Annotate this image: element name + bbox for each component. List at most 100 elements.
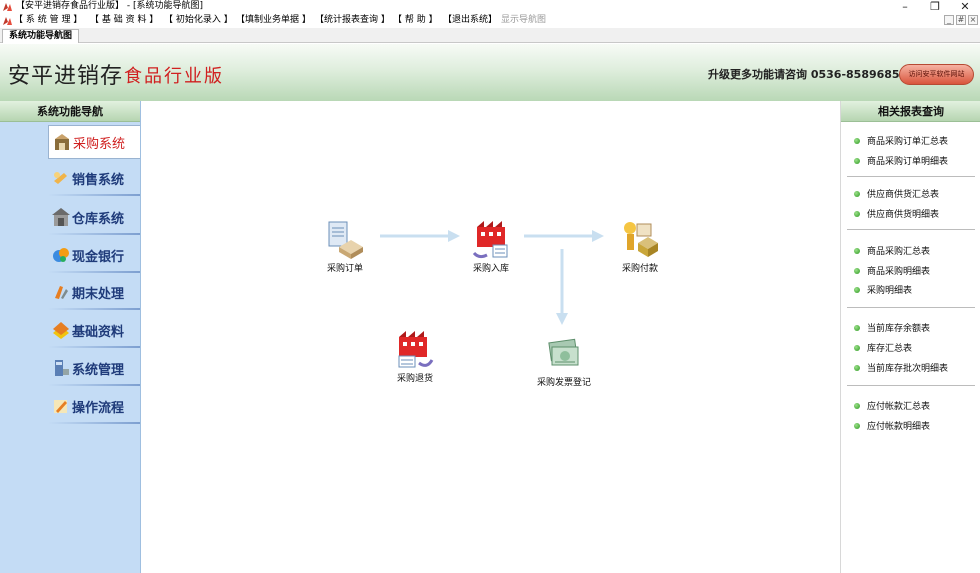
report-link[interactable]: 商品采购订单明细表 (854, 155, 948, 169)
tab-navigation-map[interactable]: 系统功能导航图 (2, 29, 80, 43)
restore-button[interactable]: ❐ (930, 0, 940, 13)
bullet-icon (854, 365, 860, 371)
report-divider (847, 385, 975, 386)
nav-item-system-admin[interactable]: 系统管理 (48, 352, 140, 386)
mdi-restore-button[interactable]: # (956, 15, 966, 25)
visit-website-button[interactable]: 访问安平软件网站 (899, 64, 974, 85)
flow-node-purchase-invoice[interactable]: 采购发票登记 (524, 333, 604, 395)
purchase-return-icon (398, 331, 434, 368)
nav-item-purchase[interactable]: 采购系统 (48, 125, 140, 159)
flow-node-purchase-return[interactable]: 采购退货 (375, 329, 455, 391)
purchase-order-icon (328, 221, 363, 259)
bullet-icon (854, 248, 860, 254)
nav-label-cash-bank: 现金银行 (72, 250, 125, 265)
window-title: 【安平进销存食品行业版】 - [系统功能导航图] (16, 1, 203, 11)
flow-node-purchase-payment[interactable]: 采购付款 (600, 219, 680, 281)
left-navigation: 系统功能导航 采购系统 销售系统 仓库系统 现金银行 期末处理 (0, 101, 141, 573)
report-link[interactable]: 当前库存余额表 (854, 322, 930, 336)
purchase-icon (55, 134, 69, 150)
report-label: 供应商供货汇总表 (867, 190, 940, 200)
report-divider (847, 307, 975, 308)
nav-item-workflow[interactable]: 操作流程 (48, 390, 140, 424)
menu-fill-documents[interactable]: 【填制业务单据 】 (236, 15, 311, 25)
minimize-button[interactable]: – (902, 0, 908, 13)
report-label: 供应商供货明细表 (867, 210, 940, 220)
menu-help[interactable]: 【 帮 助 】 (393, 15, 438, 25)
purchase-invoice-icon (548, 338, 579, 366)
left-nav-header: 系统功能导航 (0, 101, 140, 122)
bullet-icon (854, 158, 860, 164)
system-admin-icon (55, 360, 69, 376)
bullet-icon (854, 345, 860, 351)
report-link[interactable]: 商品采购订单汇总表 (854, 135, 948, 149)
report-label: 商品采购订单明细表 (867, 157, 949, 167)
report-link[interactable]: 供应商供货明细表 (854, 208, 939, 222)
menu-system-admin[interactable]: 【 系 统 管 理 】 (14, 15, 83, 25)
menu-exit[interactable]: 【退出系统】 (443, 15, 498, 25)
report-label: 采购明细表 (867, 286, 913, 296)
cash-bank-icon (53, 248, 69, 262)
title-bar: 【安平进销存食品行业版】 - [系统功能导航图] – ❐ ✕ (0, 0, 980, 13)
nav-label-period-end: 期末处理 (72, 287, 125, 302)
report-link[interactable]: 库存汇总表 (854, 342, 912, 356)
report-link[interactable]: 采购明细表 (854, 284, 912, 298)
menu-bar: 【 系 统 管 理 】 【 基 础 资 料 】 【 初始化录入 】 【填制业务单… (0, 13, 980, 28)
close-button[interactable]: ✕ (960, 0, 970, 13)
nav-divider (48, 346, 140, 348)
tab-strip: 系统功能导航图 (0, 28, 980, 43)
period-end-icon (55, 286, 68, 299)
workflow-icon (54, 400, 67, 413)
nav-item-cash-bank[interactable]: 现金银行 (48, 239, 140, 273)
bullet-icon (854, 287, 860, 293)
bullet-icon (854, 268, 860, 274)
upgrade-hotline: 升级更多功能请咨询 0536-8589685 (708, 68, 900, 81)
nav-divider (48, 194, 140, 196)
menu-basic-data[interactable]: 【 基 础 资 料 】 (90, 15, 159, 25)
edition-name: 食品行业版 (124, 66, 224, 87)
sales-icon (54, 172, 67, 184)
report-label: 应付帐款明细表 (867, 422, 931, 432)
menu-report-query[interactable]: 【统计报表查询 】 (315, 15, 390, 25)
nav-item-period-end[interactable]: 期末处理 (48, 276, 140, 310)
purchase-flow-diagram: 采购订单 采购入库 采购付款 采购退货 (142, 101, 840, 573)
bullet-icon (854, 423, 860, 429)
nav-label-sales: 销售系统 (72, 173, 125, 188)
nav-divider (48, 233, 140, 235)
nav-item-warehouse[interactable]: 仓库系统 (48, 201, 140, 235)
report-divider (847, 176, 975, 177)
report-link[interactable]: 商品采购汇总表 (854, 245, 930, 259)
report-label: 当前库存批次明细表 (867, 364, 949, 374)
brand-name: 安平进销存 (8, 64, 124, 89)
app-icon (3, 3, 12, 11)
report-divider (847, 229, 975, 230)
flow-node-purchase-inbound[interactable]: 采购入库 (451, 219, 531, 281)
report-label: 当前库存余额表 (867, 324, 931, 334)
menu-initial-entry[interactable]: 【 初始化录入 】 (164, 15, 233, 25)
report-link[interactable]: 应付帐款明细表 (854, 420, 930, 434)
mdi-app-icon (3, 17, 12, 25)
report-label: 商品采购明细表 (867, 267, 931, 277)
flow-node-purchase-order[interactable]: 采购订单 (305, 219, 385, 281)
report-label: 商品采购汇总表 (867, 247, 931, 257)
nav-label-warehouse: 仓库系统 (72, 212, 125, 227)
nav-item-basic-data[interactable]: 基础资料 (48, 314, 140, 348)
report-link[interactable]: 供应商供货汇总表 (854, 188, 939, 202)
nav-divider (48, 422, 140, 424)
reports-header: 相关报表查询 (841, 101, 980, 122)
nav-divider (48, 271, 140, 273)
basic-data-icon (53, 322, 69, 339)
nav-label-system-admin: 系统管理 (72, 363, 125, 378)
mdi-close-button[interactable]: × (968, 15, 978, 25)
menu-show-navigation[interactable]: 显示导航图 (501, 15, 547, 25)
purchase-payment-icon (624, 222, 658, 257)
report-label: 库存汇总表 (867, 344, 913, 354)
mdi-minimize-button[interactable]: _ (944, 15, 954, 25)
related-reports-panel: 相关报表查询 商品采购订单汇总表 商品采购订单明细表 供应商供货汇总表 供应商供… (840, 101, 980, 573)
report-link[interactable]: 应付帐款汇总表 (854, 400, 930, 414)
flow-label-purchase-invoice: 采购发票登记 (536, 378, 591, 388)
nav-label-workflow: 操作流程 (72, 401, 125, 416)
report-link[interactable]: 当前库存批次明细表 (854, 362, 948, 376)
report-link[interactable]: 商品采购明细表 (854, 265, 930, 279)
nav-item-sales[interactable]: 销售系统 (48, 162, 140, 196)
flow-arrows (380, 230, 604, 325)
